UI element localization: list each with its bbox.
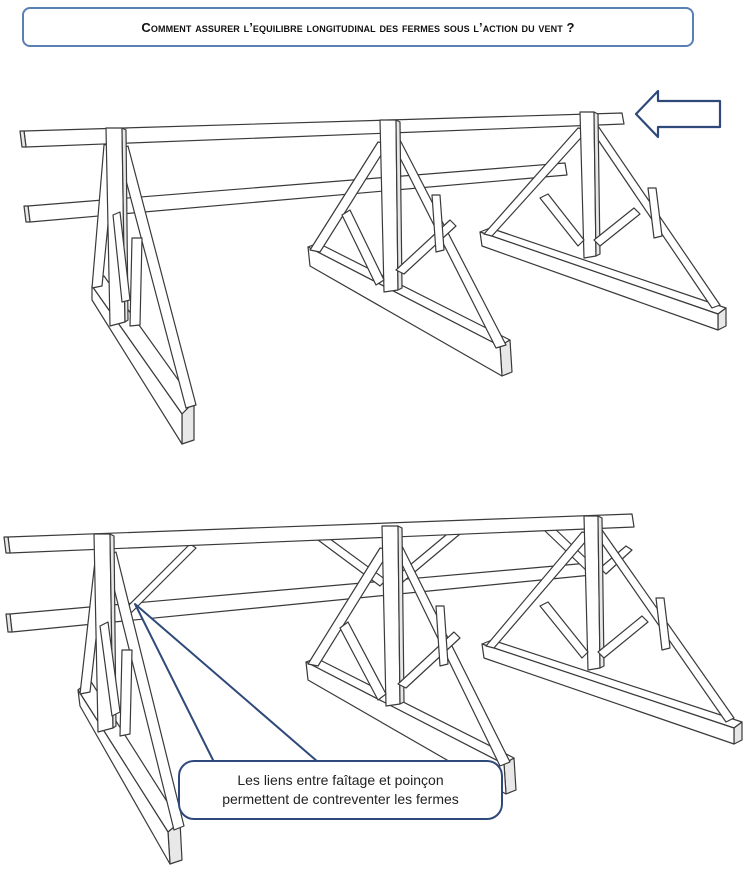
bottom-truss-middle: [305, 525, 517, 795]
top-truss-middle: [307, 119, 513, 377]
left-arrow-icon: [634, 89, 722, 139]
title-box: Comment assurer l’equilibre longitudinal…: [22, 7, 694, 47]
bottom-truss-left: [77, 533, 185, 865]
bottom-ridge-beam: [3, 513, 635, 554]
top-truss-drawing: [19, 89, 727, 445]
bottom-truss-right: [481, 515, 743, 745]
callout-line-2: permettent de contreventer les fermes: [222, 791, 459, 807]
top-truss-right: [479, 111, 727, 331]
bottom-truss-drawing: [3, 513, 743, 865]
callout-box: Les liens entre faîtage et poinçon perme…: [178, 760, 503, 820]
callout-line-1: Les liens entre faîtage et poinçon: [237, 772, 444, 788]
top-truss-left: [91, 127, 197, 445]
top-ridge-beam: [19, 112, 625, 148]
page-title: Comment assurer l’equilibre longitudinal…: [141, 19, 575, 35]
